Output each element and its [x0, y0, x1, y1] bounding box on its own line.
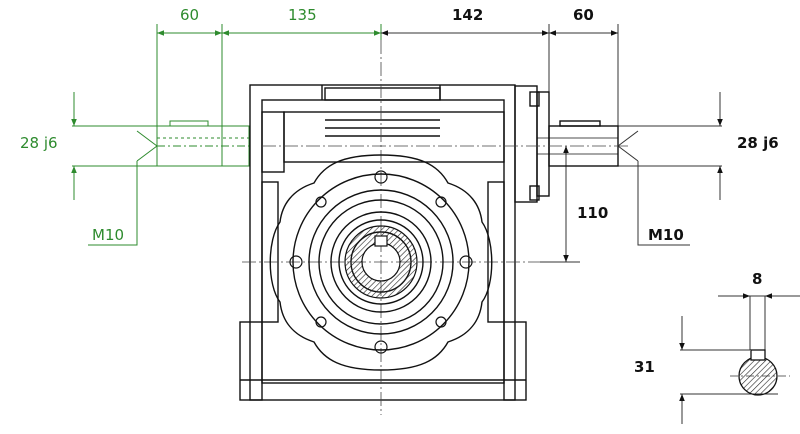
right-length-142: 142: [452, 6, 484, 24]
left-thread-size: M10: [92, 226, 125, 244]
key-detail: [679, 293, 800, 424]
right-shaft-diameter: 28 j6: [737, 134, 779, 152]
right-thread-size: M10: [648, 226, 684, 244]
key-width-8: 8: [752, 270, 763, 288]
bolt-holes: [289, 170, 473, 354]
right-length-60: 60: [573, 6, 594, 24]
left-length-60: 60: [180, 6, 200, 24]
left-green-dimensions: [71, 24, 382, 246]
key-height-31: 31: [634, 358, 655, 376]
left-length-135: 135: [288, 6, 317, 24]
gearbox-housing: [239, 84, 619, 401]
left-shaft-diameter: 28 j6: [20, 134, 58, 152]
output-bore-section: [344, 225, 418, 299]
shaft-height-110: 110: [577, 204, 609, 222]
